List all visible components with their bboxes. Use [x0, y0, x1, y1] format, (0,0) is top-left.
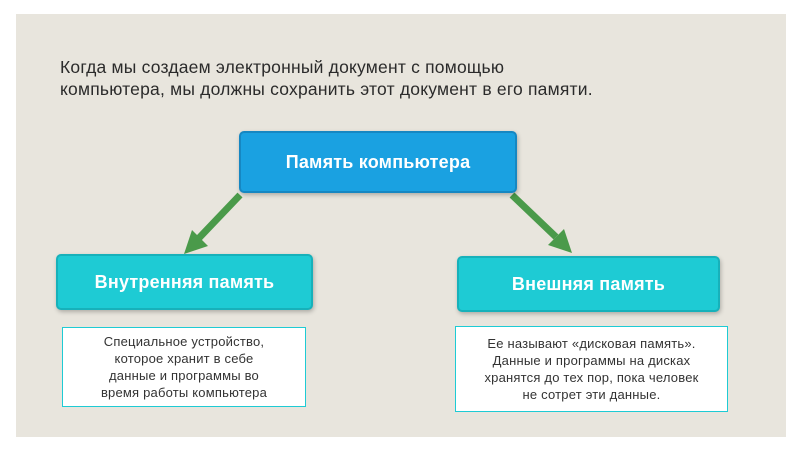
- node-external-memory: Внешняя память: [457, 256, 720, 312]
- desc-line: хранятся до тех пор, пока человек: [484, 370, 699, 385]
- internal-memory-description: Специальное устройство, которое хранит в…: [62, 327, 306, 407]
- node-computer-memory: Память компьютера: [239, 131, 517, 193]
- external-memory-description: Ее называют «дисковая память». Данные и …: [455, 326, 728, 412]
- connector-arrows: [184, 192, 572, 254]
- desc-line: которое хранит в себе: [114, 351, 254, 366]
- node-internal-memory: Внутренняя память: [56, 254, 313, 310]
- desc-line: время работы компьютера: [100, 385, 268, 400]
- slide: Когда мы создаем электронный документ с …: [16, 14, 786, 437]
- desc-line: Специальное устройство,: [103, 334, 265, 349]
- intro-line-2: компьютера, мы должны сохранить этот док…: [60, 79, 593, 99]
- intro-line-1: Когда мы создаем электронный документ с …: [60, 57, 505, 77]
- arrow-to-internal-memory: [184, 192, 243, 254]
- arrow-to-external-memory: [509, 192, 572, 253]
- intro-text: Когда мы создаем электронный документ с …: [60, 56, 760, 100]
- desc-line: Данные и программы на дисках: [492, 353, 691, 368]
- desc-line: не сотрет эти данные.: [522, 387, 661, 402]
- desc-line: данные и программы во: [109, 368, 259, 383]
- desc-line: Ее называют «дисковая память».: [487, 336, 696, 351]
